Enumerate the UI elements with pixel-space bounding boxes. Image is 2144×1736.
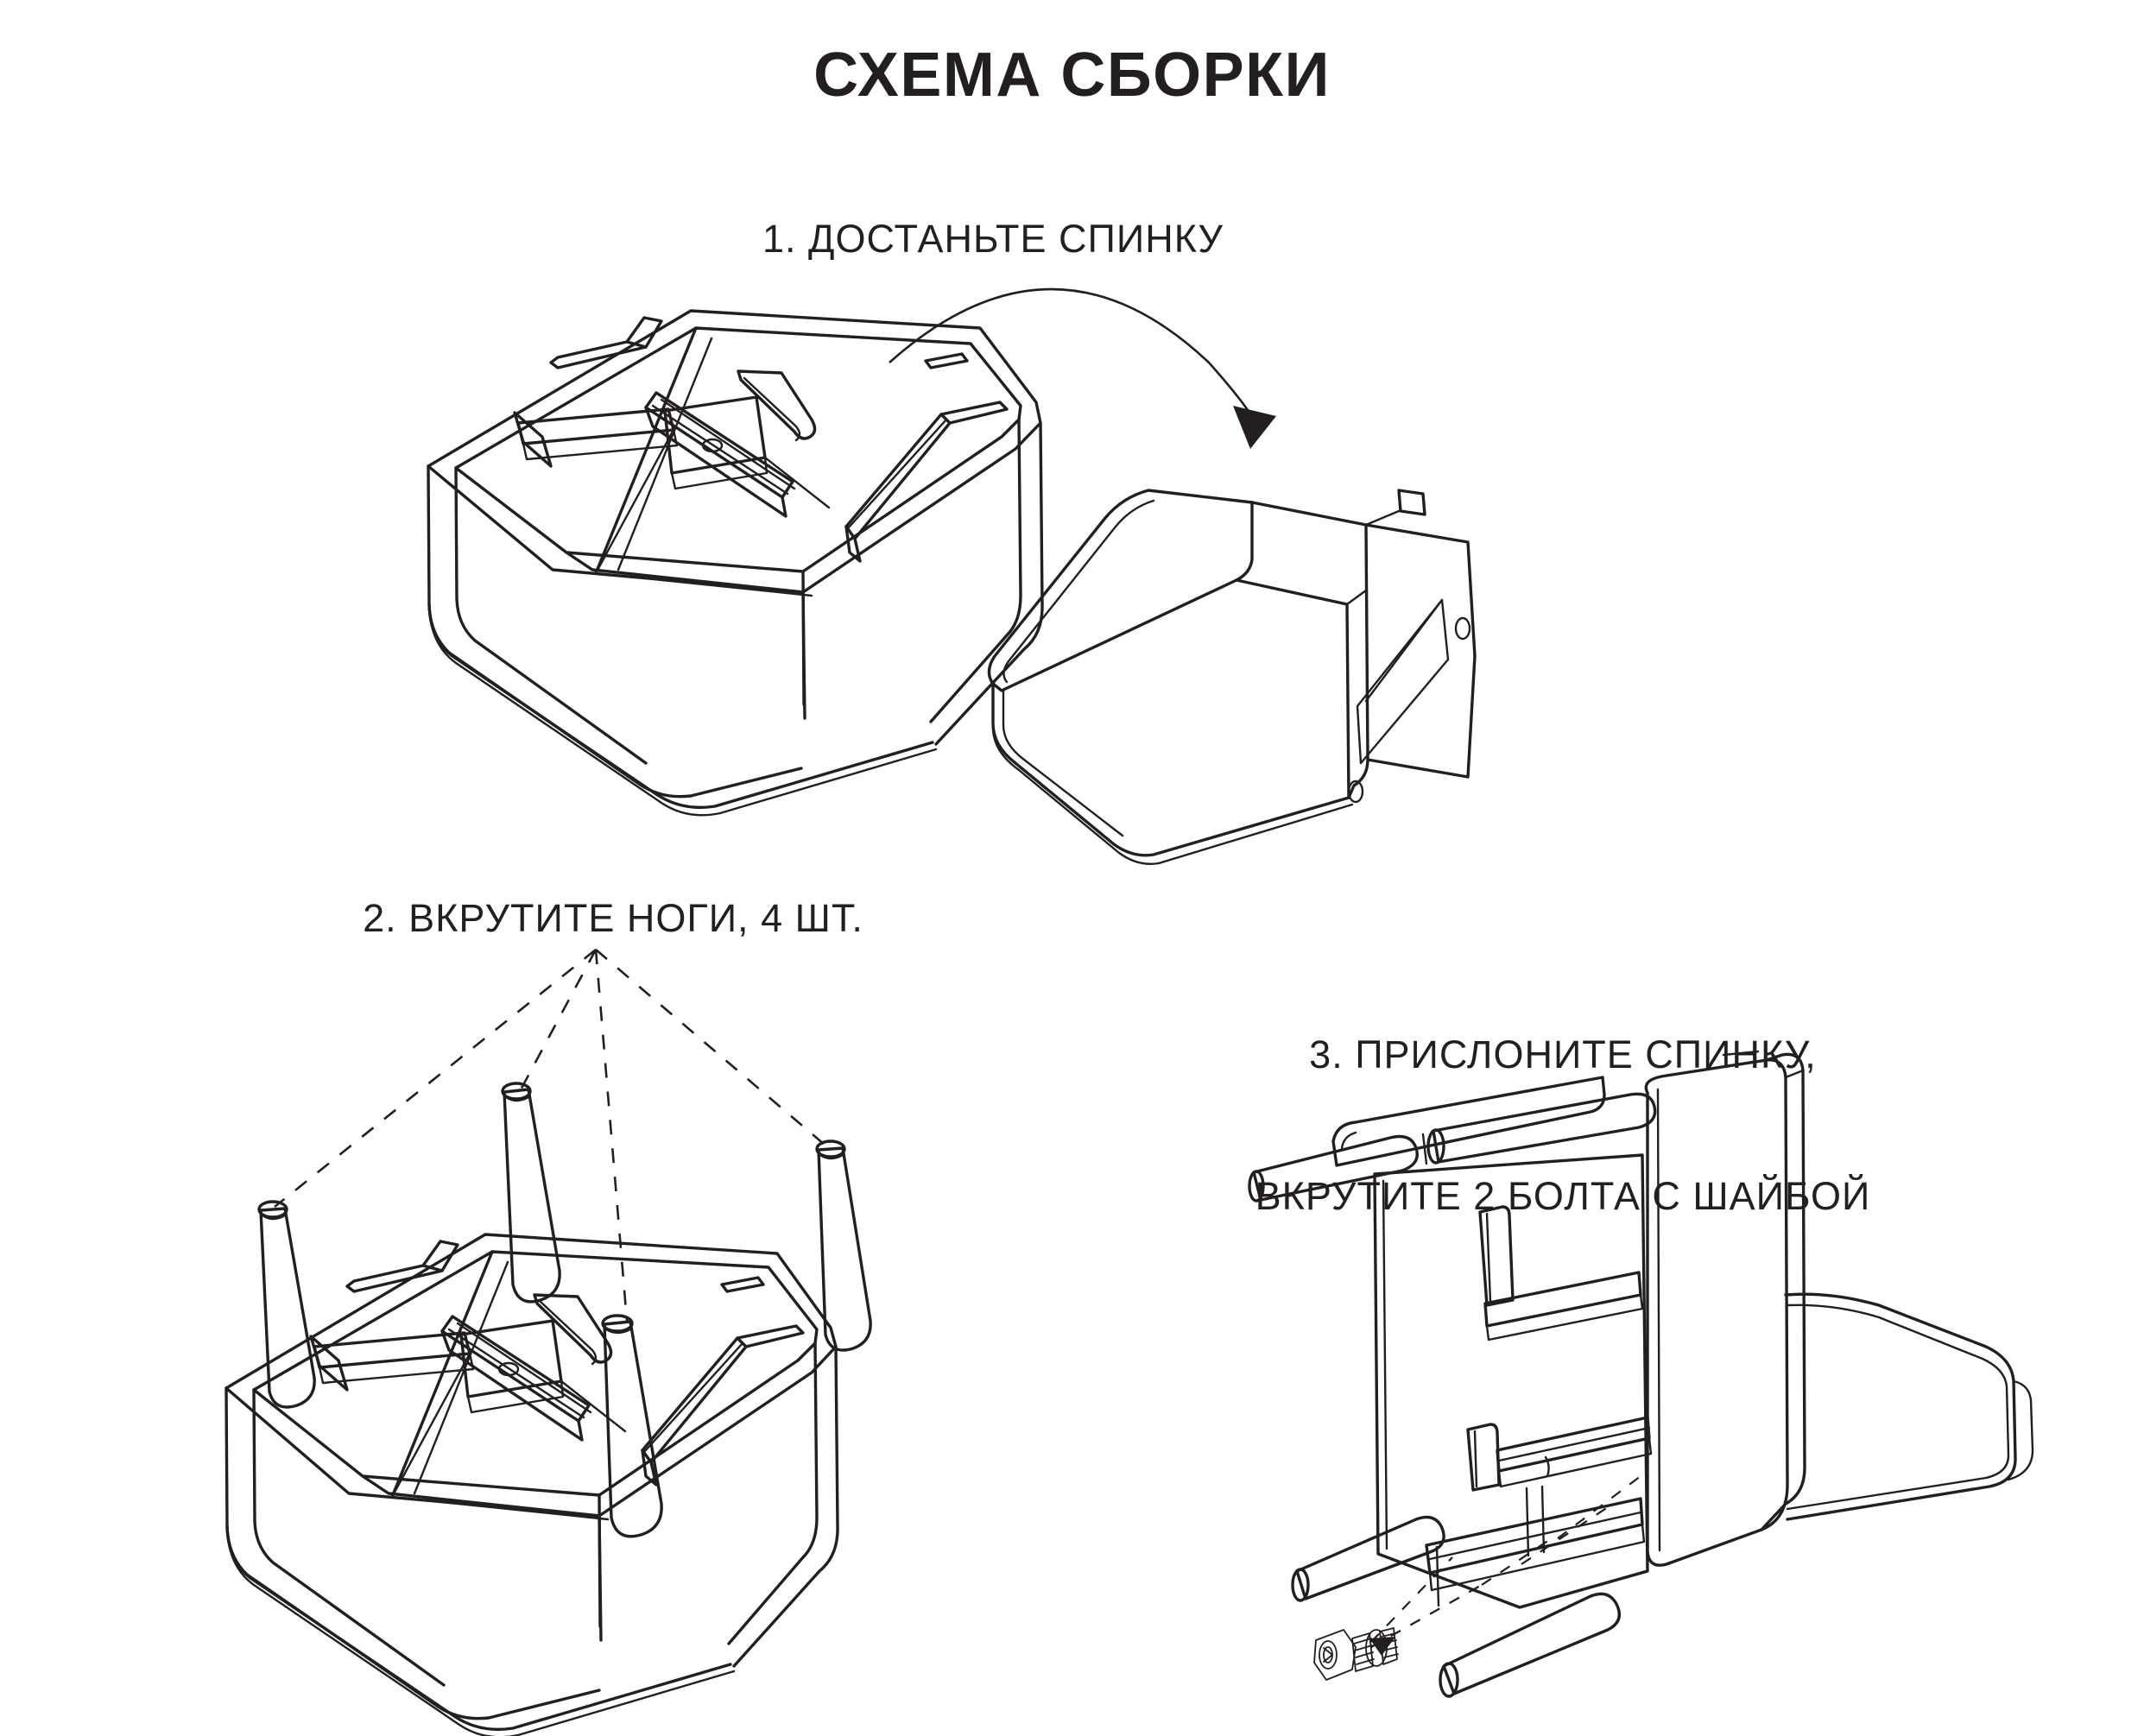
curved-arrow-icon (889, 287, 1276, 449)
tapered-leg-icon (1439, 1592, 1621, 1698)
step-3-assembly-illustration (1248, 1050, 2034, 1698)
step-2-label: 2. ВКРУТИТЕ НОГИ, 4 ШТ. (363, 896, 863, 940)
step-1-backrest-illustration (987, 489, 1477, 865)
step-3-label-line-2: ВКРУТИТЕ 2 БОЛТА С ШАЙБОЙ (1255, 1174, 1871, 1219)
step-3-label: 3. ПРИСЛОНИТЕ СПИНКУ, ВКРУТИТЕ 2 БОЛТА С… (1174, 937, 1951, 1316)
tapered-leg-icon (1426, 1092, 1657, 1165)
bolt-with-washer-icon (1313, 1627, 1399, 1681)
tapered-leg-icon (501, 1082, 561, 1304)
step-2-base-and-legs-illustration (225, 948, 872, 1736)
tapered-leg-icon (601, 1314, 663, 1538)
step-1-label: 1. ДОСТАНЬТЕ СПИНКУ (762, 217, 1224, 261)
step-1-seat-base-illustration (427, 309, 1044, 817)
tapered-leg-icon (1291, 1515, 1445, 1602)
page-title: СХЕМА СБОРКИ (813, 41, 1331, 110)
tapered-leg-icon (257, 1200, 316, 1409)
tapered-leg-icon (1248, 1134, 1419, 1203)
tapered-leg-icon (815, 1139, 872, 1352)
step-3-label-line-1: 3. ПРИСЛОНИТЕ СПИНКУ, (1309, 1032, 1817, 1076)
step-2-leader-lines (274, 948, 832, 1322)
